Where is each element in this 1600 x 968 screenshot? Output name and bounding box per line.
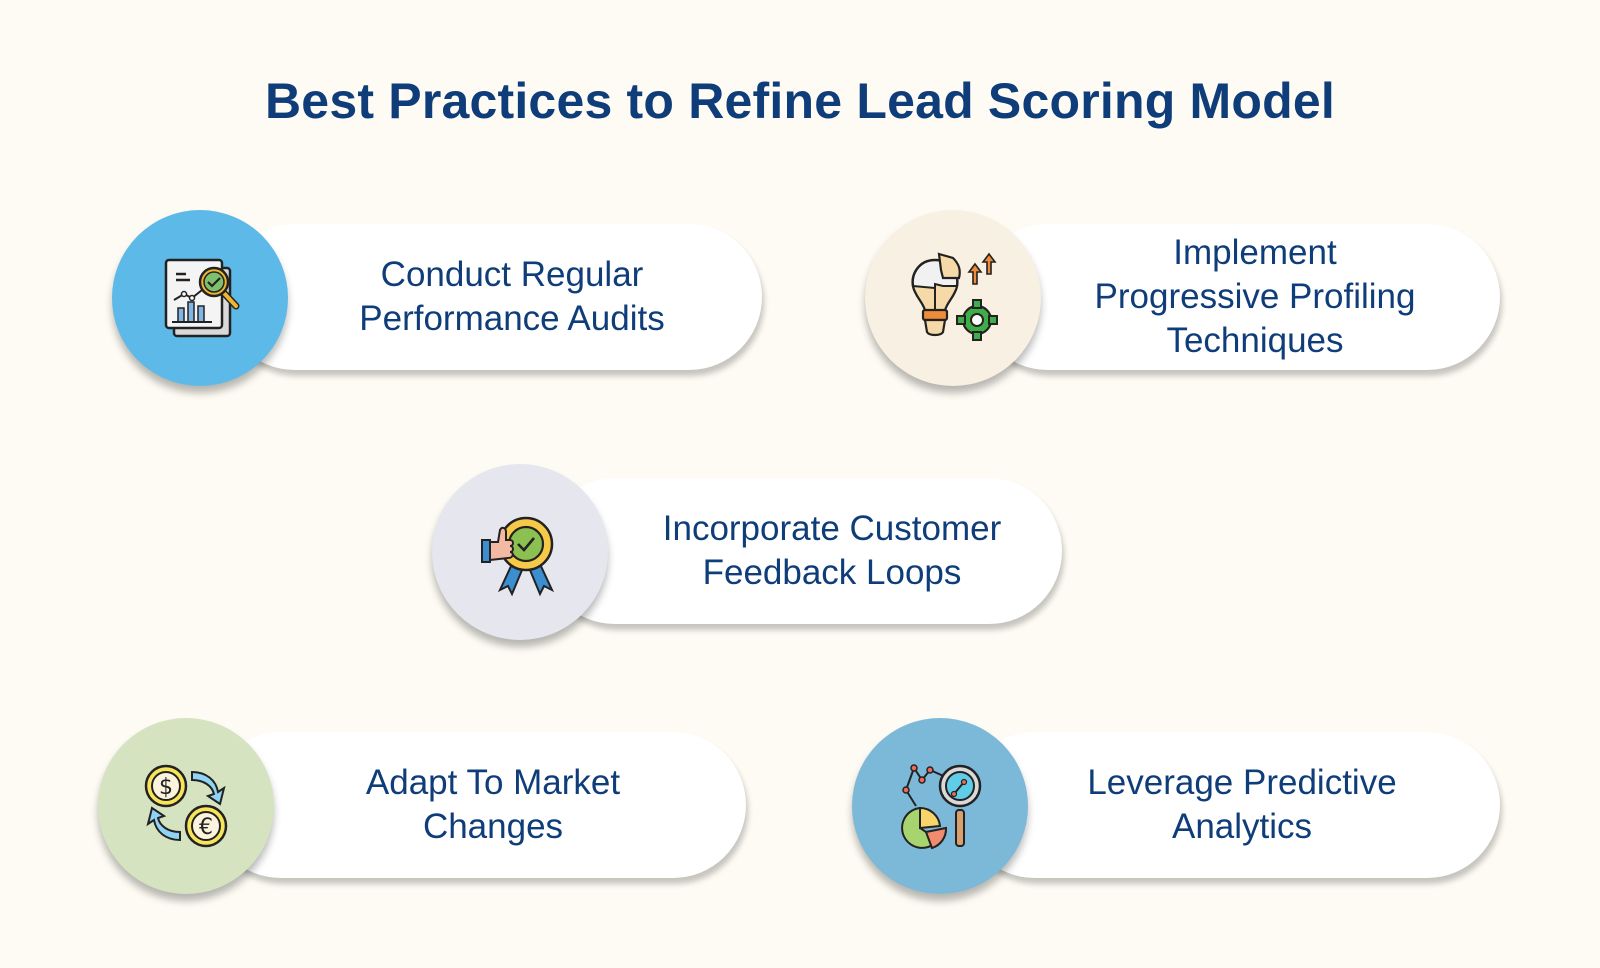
icon-circle	[865, 210, 1041, 386]
svg-text:$: $	[159, 775, 173, 800]
card-pill	[542, 478, 1062, 624]
currency-exchange-icon: $ €	[144, 764, 228, 848]
icon-circle	[852, 718, 1028, 894]
card-label: Conduct Regular Performance Audits	[359, 255, 665, 338]
thumbs-up-badge-icon	[481, 516, 555, 597]
card-pill	[975, 224, 1500, 370]
svg-text:€: €	[199, 815, 213, 840]
icon-circle: $ €	[98, 718, 274, 894]
practice-card-performance-audits: Conduct Regular Performance Audits	[112, 210, 762, 386]
card-label: Implement Progressive Profiling Techniqu…	[1094, 233, 1416, 360]
icon-circle	[112, 210, 288, 386]
practice-card-predictive-analytics: Leverage Predictive Analytics	[852, 718, 1500, 894]
card-label: Leverage Predictive Analytics	[1087, 763, 1397, 846]
practice-card-customer-feedback: Incorporate Customer Feedback Loops	[432, 464, 1062, 640]
card-pill	[962, 732, 1500, 878]
page-title: Best Practices to Refine Lead Scoring Mo…	[265, 73, 1335, 129]
practice-card-market-changes: $ € Adapt To Market Changes	[98, 718, 746, 894]
practice-card-progressive-profiling: Implement Progressive Profiling Techniqu…	[865, 210, 1500, 386]
card-pill	[222, 224, 762, 370]
card-label: Incorporate Customer Feedback Loops	[662, 509, 1002, 592]
lightbulb-puzzle-gear-icon	[911, 252, 998, 341]
analytics-magnifier-icon	[901, 764, 982, 850]
report-magnifier-check-icon	[164, 258, 240, 338]
card-pill	[208, 732, 746, 878]
card-label: Adapt To Market Changes	[365, 763, 621, 846]
icon-circle	[432, 464, 608, 640]
